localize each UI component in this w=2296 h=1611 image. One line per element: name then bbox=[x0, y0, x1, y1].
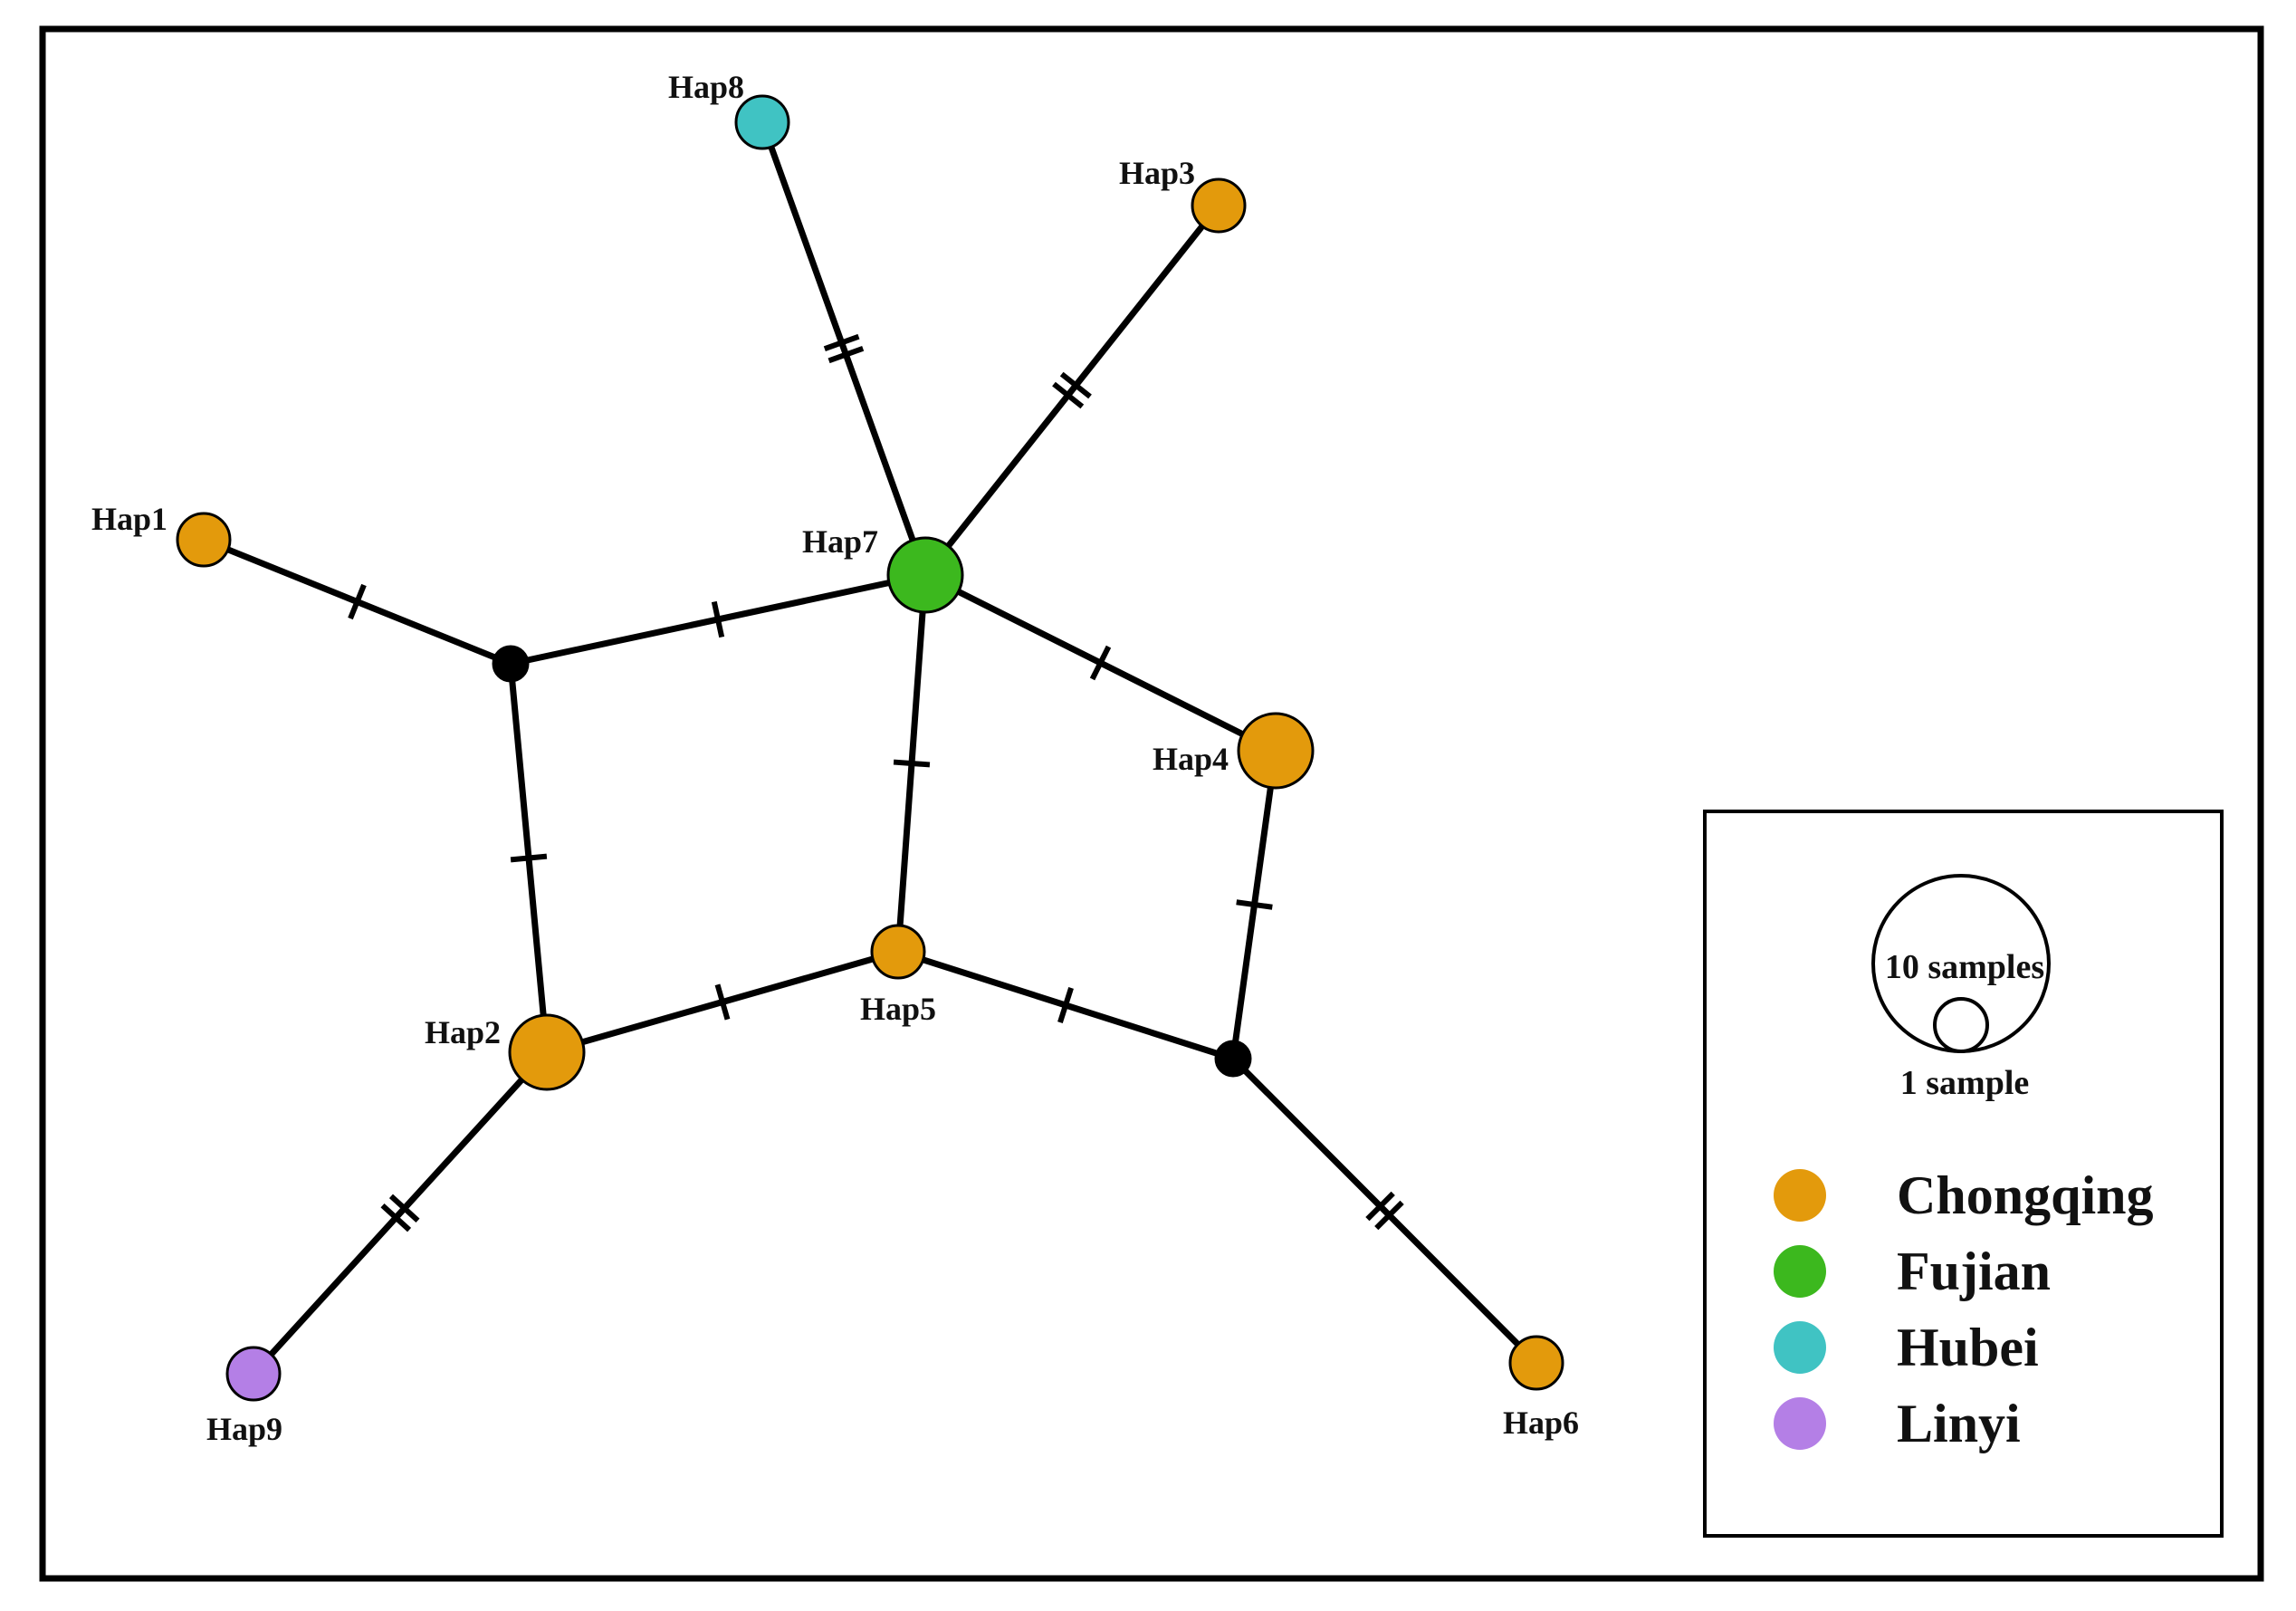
legend-scale-small-label: 1 sample bbox=[1900, 1064, 2030, 1102]
mutation-tick bbox=[1059, 371, 1092, 399]
mutation-tick bbox=[510, 853, 548, 863]
legend-label-fujian: Fujian bbox=[1897, 1242, 2051, 1301]
mutation-tick bbox=[1089, 645, 1112, 681]
legend-label-chongqing: Chongqing bbox=[1897, 1165, 2153, 1225]
mutation-tick bbox=[823, 333, 860, 352]
legend-scale-small-circle bbox=[1933, 997, 1989, 1053]
mutation-tick bbox=[893, 759, 931, 768]
mutation-tick bbox=[1374, 1200, 1404, 1231]
edges-layer bbox=[200, 119, 1540, 1377]
nodes-layer bbox=[176, 94, 1564, 1402]
haplotype-label-hap4: Hap4 bbox=[1153, 741, 1229, 777]
haplotype-label-hap2: Hap2 bbox=[425, 1014, 501, 1050]
mutation-tick bbox=[380, 1203, 412, 1232]
mutation-tick bbox=[711, 600, 725, 638]
haplotype-label-hap1: Hap1 bbox=[91, 501, 167, 537]
mutation-tick bbox=[828, 345, 865, 364]
haplotype-label-hap3: Hap3 bbox=[1119, 155, 1195, 191]
mutation-tick bbox=[1236, 899, 1273, 910]
legend-scale-large-label: 10 samples bbox=[1885, 948, 2044, 986]
legend-label-hubei: Hubei bbox=[1897, 1318, 2039, 1377]
edge-mv2-Hap6 bbox=[1229, 1055, 1540, 1366]
legend-swatch-hubei bbox=[1774, 1321, 1826, 1374]
mutation-tick bbox=[388, 1194, 420, 1223]
legend-panel: 10 samples 1 sample ChongqingFujianHubei… bbox=[1703, 810, 2224, 1538]
median-vector-node bbox=[492, 645, 530, 683]
edge-Hap2-Hap9 bbox=[250, 1049, 550, 1377]
haplotype-label-hap8: Hap8 bbox=[668, 69, 744, 105]
legend-label-linyi: Linyi bbox=[1897, 1394, 2021, 1453]
haplotype-node-hap2 bbox=[508, 1013, 586, 1091]
edge-Hap7-Hap3 bbox=[922, 202, 1222, 579]
legend-swatch-chongqing bbox=[1774, 1169, 1826, 1222]
haplotype-label-hap6: Hap6 bbox=[1503, 1405, 1579, 1441]
mutation-tick bbox=[1365, 1191, 1395, 1222]
median-vector-node bbox=[1214, 1040, 1252, 1078]
mutation-tick bbox=[1052, 381, 1085, 409]
legend-swatch-linyi bbox=[1774, 1397, 1826, 1450]
haplotype-node-hap1 bbox=[176, 512, 232, 568]
haplotype-node-hap5 bbox=[870, 924, 926, 980]
haplotype-node-hap7 bbox=[886, 536, 964, 614]
haplotype-node-hap9 bbox=[225, 1346, 282, 1402]
legend-swatch-fujian bbox=[1774, 1245, 1826, 1298]
haplotype-node-hap3 bbox=[1191, 177, 1247, 234]
mutation-tick bbox=[348, 583, 367, 620]
haplotype-label-hap5: Hap5 bbox=[860, 991, 936, 1027]
haplotype-label-hap7: Hap7 bbox=[802, 523, 878, 560]
mutation-tick bbox=[1057, 987, 1074, 1023]
haplotype-node-hap4 bbox=[1237, 712, 1315, 790]
haplotype-node-hap8 bbox=[734, 94, 790, 150]
haplotype-node-hap6 bbox=[1508, 1335, 1564, 1391]
mutation-tick bbox=[714, 983, 731, 1021]
edge-Hap7-Hap8 bbox=[759, 119, 929, 579]
haplotype-label-hap9: Hap9 bbox=[206, 1411, 282, 1447]
